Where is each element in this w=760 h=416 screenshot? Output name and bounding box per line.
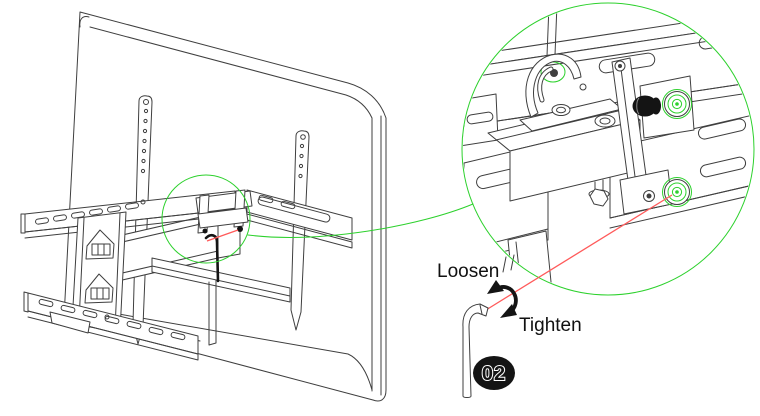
rotation-arrow-icon	[487, 280, 518, 318]
target-screw-bottom	[662, 177, 692, 207]
green-leader-curve	[247, 203, 474, 238]
step-badge: 02	[473, 356, 515, 390]
highlight-circle-small	[161, 174, 251, 264]
tighten-label: Tighten	[519, 315, 582, 336]
arm-head-detail	[195, 189, 253, 234]
mini-allen-key-icon	[204, 233, 220, 283]
wall-plate	[20, 190, 236, 361]
red-leader-line	[485, 194, 673, 311]
detail-callout-circle	[461, 2, 755, 296]
target-screw-top	[662, 89, 692, 119]
thumb-screw-knob	[632, 95, 661, 117]
loosen-label: Loosen	[437, 261, 500, 282]
step-badge-number: 02	[482, 363, 506, 385]
bracket-legs	[502, 254, 515, 273]
vesa-rails	[132, 95, 310, 345]
detail-view	[463, 4, 753, 294]
allen-key-icon	[462, 303, 489, 398]
mini-red-leader-line	[206, 229, 239, 242]
